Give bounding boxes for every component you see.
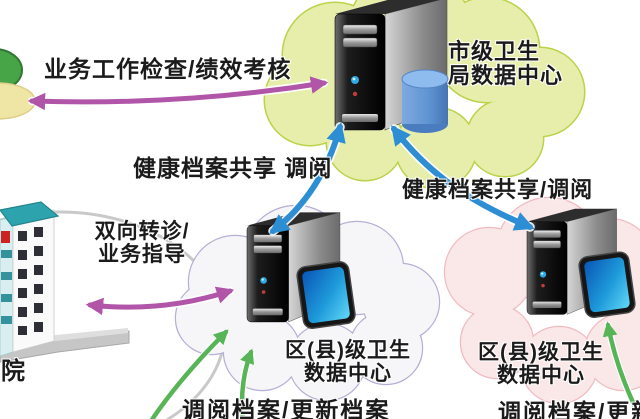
archive-right-arrow	[602, 321, 640, 419]
archive-left-arrow-2	[238, 348, 255, 419]
share-right-arrow	[389, 124, 535, 232]
inspection-arrow	[27, 76, 329, 111]
node-label-district-left-line2: 数据中心	[304, 361, 392, 385]
share-left-arrow	[268, 122, 346, 236]
red-cross-sign	[1, 231, 10, 243]
node-label-city-dc-line2: 局数据中心	[448, 62, 564, 88]
node-label-district-right-line1: 区(县)级卫生	[478, 341, 604, 364]
hospital-building-icon	[0, 201, 130, 363]
monitor-icon	[578, 251, 636, 318]
edge-label-referral-line2: 业务指导	[98, 242, 186, 266]
node-label-district-dc-right: 区(县)级卫生 数据中心	[461, 341, 621, 387]
edge-label-share-right: 健康档案共享/调阅	[402, 177, 594, 202]
referral-arrow	[85, 286, 235, 316]
node-label-district-dc-left: 区(县)级卫生 数据中心	[268, 339, 428, 385]
archive-left-arrow-1	[148, 328, 230, 419]
edge-label-archive-left: 调阅档案/更新档案	[182, 397, 391, 419]
database-icon	[401, 69, 449, 133]
edge-label-referral: 双向转诊/ 业务指导	[82, 220, 202, 266]
node-label-district-right-line2: 数据中心	[497, 363, 585, 387]
node-label-hospital: 院	[1, 358, 26, 385]
building-windows	[18, 227, 43, 335]
tree-icon	[0, 48, 36, 120]
node-label-district-left-line1: 区(县)级卫生	[285, 339, 411, 362]
edge-label-inspection: 业务工作检查/绩效考核	[44, 56, 292, 82]
edge-label-share-left: 健康档案共享 调阅	[133, 155, 333, 181]
edge-label-referral-line1: 双向转诊/	[94, 220, 190, 243]
node-label-city-dc-line1: 市级卫生	[448, 39, 541, 64]
edge-label-archive-right: 调阅档案/更新档案	[498, 399, 640, 419]
node-label-city-dc: 市级卫生 局数据中心	[448, 40, 563, 88]
monitor-icon	[296, 261, 356, 329]
